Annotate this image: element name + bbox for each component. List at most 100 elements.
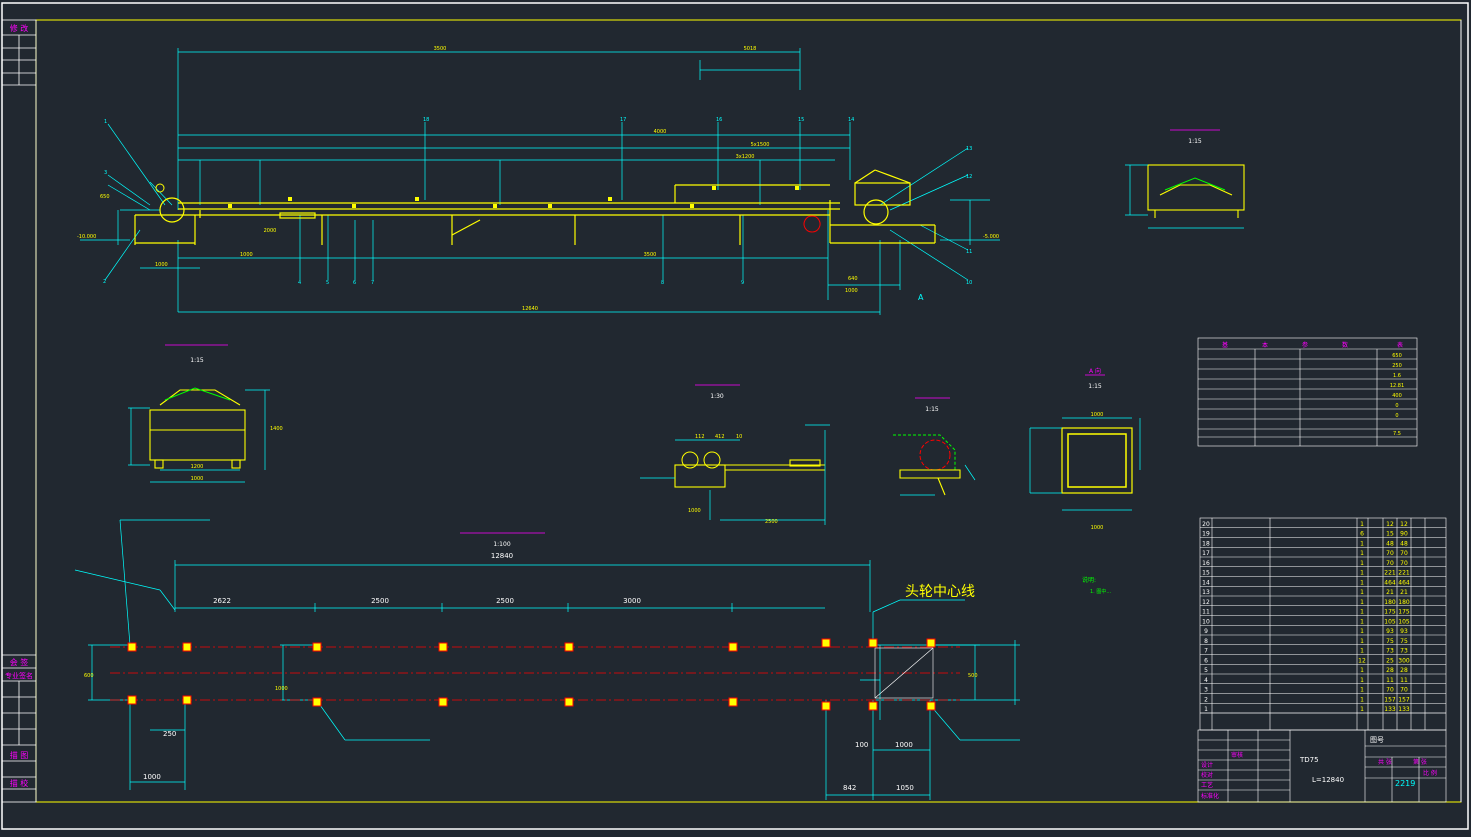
bom-cell: 1 [1360, 521, 1364, 528]
balloon-10: 10 [966, 280, 972, 286]
bom-cell: 175 [1398, 609, 1410, 616]
bom-cell: 2 [1204, 696, 1208, 703]
params-value-4: 12.81 [1390, 383, 1404, 389]
bom-cell: 6 [1204, 657, 1208, 664]
bom-cell: 48 [1386, 540, 1394, 547]
main-mid-dim-1: 4000 [654, 129, 667, 135]
foundation-plan [74, 519, 1020, 800]
params-value-5: 400 [1392, 393, 1402, 399]
bom-cell: 21 [1400, 589, 1408, 596]
bom-cell: 1 [1360, 628, 1364, 635]
main-right-dim-1: -5.000 [983, 234, 999, 240]
bom-cell: 1 [1360, 599, 1364, 606]
title-length: L=12840 [1312, 776, 1344, 784]
bom-cell: 1 [1360, 677, 1364, 684]
title-block [1197, 729, 1447, 803]
section2-dim-1: 112 [695, 434, 705, 440]
bom-cell: 1 [1360, 648, 1364, 655]
bom-cell: 105 [1398, 618, 1410, 625]
bom-cell: 21 [1386, 589, 1394, 596]
main-low-dim-2: 2000 [264, 228, 277, 234]
foundation-bottom-3: 100 [855, 741, 868, 749]
bom-cell: 70 [1400, 687, 1408, 694]
bom-cell: 1 [1360, 550, 1364, 557]
foundation-span-1: 2622 [213, 597, 231, 605]
bom-cell: 1 [1360, 687, 1364, 694]
bom-cell: 1 [1360, 589, 1364, 596]
bom-cell: 180 [1398, 599, 1410, 606]
bom-cell: 5 [1204, 667, 1208, 674]
sign-label-1: 会 签 [10, 657, 29, 667]
bom-cell: 175 [1384, 609, 1396, 616]
balloon-7: 7 [371, 280, 374, 286]
foundation-bottom-6: 1050 [896, 784, 914, 792]
bom-cell: 11 [1400, 677, 1408, 684]
params-value-7: 0 [1395, 413, 1398, 419]
balloon-12: 12 [966, 174, 972, 180]
sign-label-4: 描 校 [10, 778, 29, 788]
main-conveyor-view [80, 48, 1000, 315]
bom-cell: 133 [1384, 706, 1396, 713]
sectionA-dim-1: 1000 [1091, 412, 1104, 418]
section-view-2 [640, 384, 830, 525]
foundation-span-2: 2500 [371, 597, 389, 605]
sign-label-2: 专业签名 [5, 671, 33, 680]
title-total-pages: 共 张 [1378, 758, 1392, 766]
main-left-dim-1: 650 [100, 194, 110, 200]
bom-cell: 221 [1384, 570, 1396, 577]
bom-cell: 70 [1400, 560, 1408, 567]
bom-cell: 10 [1202, 618, 1210, 625]
foundation-bottom-1: 250 [163, 730, 176, 738]
left-revision-strip [1, 19, 37, 803]
sectionA-dim-2: 1000 [1091, 525, 1104, 531]
main-right-dim-3: 1000 [845, 288, 858, 294]
balloon-5: 5 [326, 280, 329, 286]
section3-scale: 1:15 [925, 406, 939, 413]
bom-cell: 1 [1360, 696, 1364, 703]
bom-cell: 70 [1386, 560, 1394, 567]
section-view-3 [893, 397, 976, 496]
bom-cell: 18 [1202, 540, 1210, 547]
bom-cell: 1 [1360, 579, 1364, 586]
balloon-15: 15 [798, 117, 804, 123]
params-table [1197, 337, 1418, 447]
bom-cell: 1 [1360, 570, 1364, 577]
params-header-1: 基 [1222, 341, 1228, 349]
sign-row-5: 标准化 [1201, 792, 1219, 800]
main-left-dim-3: 1000 [155, 262, 168, 268]
title-weight: 2219 [1395, 779, 1415, 788]
bom-cell: 19 [1202, 531, 1210, 538]
main-mid-dim-2: 5x1500 [751, 142, 770, 148]
bom-cell: 12 [1386, 521, 1394, 528]
bom-cell: 1 [1360, 618, 1364, 625]
bom-cell: 105 [1384, 618, 1396, 625]
bom-cell: 180 [1384, 599, 1396, 606]
section2-dim-5: 2500 [765, 519, 778, 525]
balloon-4: 4 [298, 280, 301, 286]
section1-scale: 1:15 [190, 357, 204, 364]
balloon-11: 11 [966, 249, 972, 255]
bom-cell: 70 [1386, 687, 1394, 694]
balloon-9: 9 [741, 280, 744, 286]
section1-dim-2: 1200 [191, 464, 204, 470]
main-low-dim-1: 3x1200 [736, 154, 755, 160]
bom-cell: 12 [1358, 657, 1366, 664]
bom-cell: 15 [1202, 570, 1210, 577]
bom-cell: 4 [1204, 677, 1208, 684]
sectionA-scale: 1:15 [1088, 383, 1102, 390]
sign-row-4: 工艺 [1201, 781, 1213, 789]
bom-cell: 1 [1360, 540, 1364, 547]
notes-title: 说明: [1082, 576, 1096, 584]
foundation-bottom-2: 1000 [143, 773, 161, 781]
view-a-mark: A [918, 293, 924, 302]
foundation-width-2: 1000 [275, 686, 288, 692]
bom-cell: 13 [1202, 589, 1210, 596]
bom-cell: 1 [1360, 706, 1364, 713]
bom-cell: 464 [1398, 579, 1410, 586]
section2-scale: 1:30 [710, 393, 724, 400]
params-value-9: 7.5 [1393, 431, 1401, 437]
section1-dim-3: 1400 [270, 426, 283, 432]
sign-row-3: 校对 [1201, 771, 1213, 779]
